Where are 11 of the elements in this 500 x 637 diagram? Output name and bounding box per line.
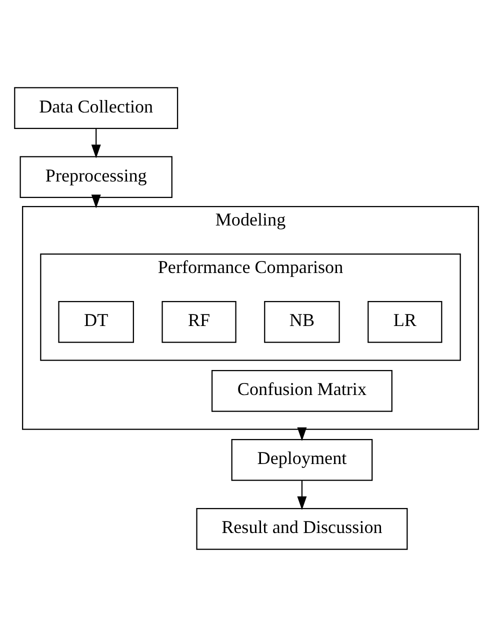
node-box: LR (367, 300, 442, 343)
node-box: NB (264, 300, 340, 343)
node-box: Result and Discussion (196, 508, 408, 550)
node-box: DT (58, 300, 134, 343)
node-box: Data Collection (14, 87, 178, 130)
arrow (90, 194, 100, 208)
node-box: Deployment (230, 438, 372, 481)
arrow (296, 480, 306, 510)
node-box: RF (161, 300, 236, 343)
arrow (90, 128, 100, 158)
node-box: Confusion Matrix (210, 370, 392, 412)
